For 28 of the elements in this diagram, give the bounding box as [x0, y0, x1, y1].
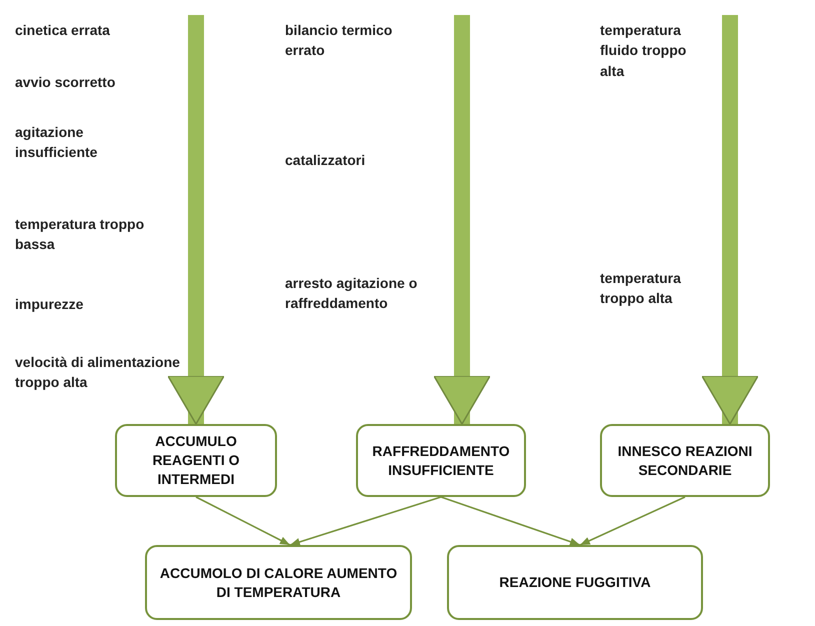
cause-label: agitazione insufficiente [15, 123, 98, 162]
cause-label: catalizzatori [285, 151, 366, 170]
cause-label: temperatura fluido troppo alta [600, 21, 688, 81]
process-box [356, 424, 526, 497]
arrow [196, 496, 290, 546]
box-label: ACCUMOLO DI CALORE AUMENTO DI TEMPERATURA [158, 564, 398, 602]
arrow [290, 496, 442, 546]
cause-label: bilancio termico errato [285, 21, 394, 60]
block-arrow [167, 15, 225, 425]
cause-label: temperatura troppo bassa [15, 215, 145, 254]
cause-label: impurezze [15, 295, 84, 314]
block-arrow [433, 15, 491, 425]
arrow [580, 496, 686, 546]
process-box [447, 545, 703, 620]
process-box [145, 545, 412, 620]
box-label: REAZIONE FUGGITIVA [499, 573, 651, 592]
cause-label: velocità di alimentazione troppo alta [15, 353, 181, 392]
cause-label: cinetica errata [15, 21, 111, 40]
cause-label: arresto agitazione o raffreddamento [285, 274, 418, 314]
process-box [600, 424, 770, 497]
box-label: RAFFREDDAMENTO INSUFFICIENTE [371, 442, 511, 480]
box-label: ACCUMULO REAGENTI O INTERMEDI [151, 432, 241, 489]
box-label: INNESCO REAZIONI SECONDARIE [616, 442, 754, 480]
arrow [440, 496, 580, 546]
cause-label: avvio scorretto [15, 73, 116, 92]
block-arrow [701, 15, 759, 425]
process-box [115, 424, 277, 497]
cause-label: temperatura troppo alta [600, 269, 682, 308]
